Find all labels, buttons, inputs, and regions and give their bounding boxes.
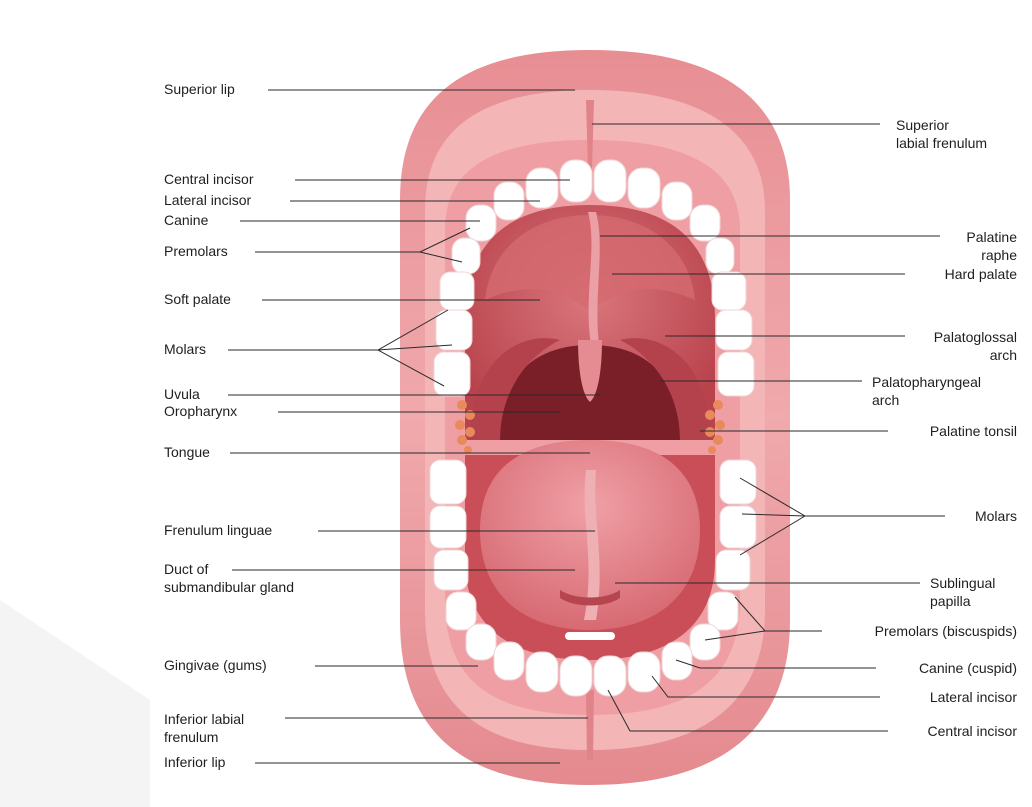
background-shape <box>0 600 150 807</box>
label-canine-upper: Canine <box>164 211 208 229</box>
label-hard-palate: Hard palate <box>945 265 1017 283</box>
label-lateral-incisor-upper: Lateral incisor <box>164 191 251 209</box>
label-uvula: Uvula <box>164 385 200 403</box>
lower-gum-ridge <box>565 632 615 640</box>
label-inferior-labial-frenulum: Inferior labial frenulum <box>164 710 244 746</box>
label-inferior-lip: Inferior lip <box>164 753 225 771</box>
label-central-incisor-upper: Central incisor <box>164 170 253 188</box>
label-palatine-tonsil: Palatine tonsil <box>930 422 1017 440</box>
label-soft-palate: Soft palate <box>164 290 231 308</box>
label-central-incisor-lower: Central incisor <box>928 722 1017 740</box>
label-oropharynx: Oropharynx <box>164 402 237 420</box>
label-premolars-lower: Premolars (biscuspids) <box>875 622 1017 640</box>
label-molars-upper: Molars <box>164 340 206 358</box>
label-palatine-raphe: Palatine raphe <box>966 228 1017 264</box>
label-superior-lip: Superior lip <box>164 80 235 98</box>
label-sublingual-papilla: Sublingual papilla <box>930 574 995 610</box>
label-palatopharyngeal-arch: Palatopharyngeal arch <box>872 373 981 409</box>
label-frenulum-linguae: Frenulum linguae <box>164 521 272 539</box>
label-premolars-upper: Premolars <box>164 242 228 260</box>
label-canine-lower: Canine (cuspid) <box>919 659 1017 677</box>
label-duct-submandibular: Duct of submandibular gland <box>164 560 294 596</box>
label-gingivae: Gingivae (gums) <box>164 656 267 674</box>
label-tongue: Tongue <box>164 443 210 461</box>
label-superior-labial-frenulum: Superior labial frenulum <box>896 116 987 152</box>
inferior-labial-frenulum <box>586 690 594 760</box>
label-molars-lower: Molars <box>975 507 1017 525</box>
label-palatoglossal-arch: Palatoglossal arch <box>934 328 1017 364</box>
label-lateral-incisor-lower: Lateral incisor <box>930 688 1017 706</box>
